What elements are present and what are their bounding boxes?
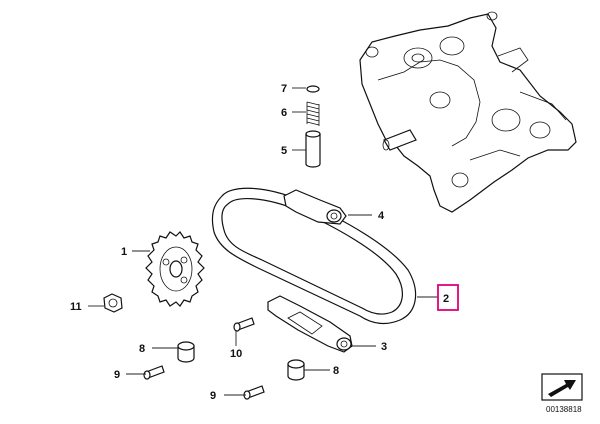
bolt: [243, 385, 265, 400]
callout-5: 5: [281, 145, 287, 157]
callout-1: 1: [121, 246, 127, 258]
sealing-ring: [306, 85, 320, 93]
callouts: 7 6 5 4 1 11 2 3 8 10 9 8 9: [70, 83, 459, 402]
bushing: [177, 341, 195, 363]
bushing: [287, 359, 305, 381]
callout-6: 6: [281, 107, 287, 119]
callout-9: 9: [210, 390, 216, 402]
callout-3: 3: [381, 341, 387, 353]
bolt: [233, 317, 255, 332]
diagram-code: 00138818: [546, 405, 582, 414]
callout-2-highlight: [437, 284, 459, 311]
leader-lines: [88, 87, 438, 396]
bolt: [143, 365, 165, 380]
oil-pump-housing: [359, 11, 577, 213]
hex-nut: [103, 293, 123, 313]
guide-rail: [283, 189, 347, 225]
callout-7: 7: [281, 83, 287, 95]
callout-11: 11: [70, 301, 82, 313]
callout-8: 8: [139, 343, 145, 355]
callout-2: 2: [443, 293, 449, 305]
tensioner-rail: [267, 295, 353, 353]
callout-4: 4: [378, 210, 385, 222]
sprocket: [145, 231, 205, 307]
callout-8: 8: [333, 365, 339, 377]
callout-9: 9: [114, 369, 120, 381]
tensioner-piston: [305, 130, 321, 168]
arrow-view-icon: [541, 373, 583, 401]
callout-10: 10: [230, 348, 242, 360]
compression-spring: [306, 101, 320, 126]
